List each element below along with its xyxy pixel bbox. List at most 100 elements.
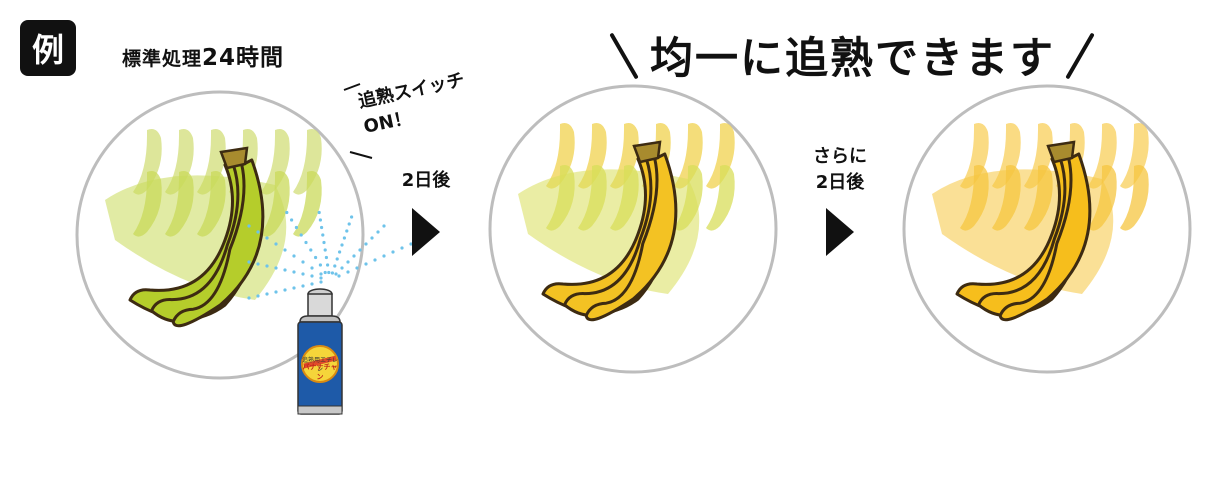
spray-dot xyxy=(337,274,341,278)
spray-dot xyxy=(304,240,308,245)
spray-dot xyxy=(247,260,251,264)
spray-dot xyxy=(256,294,260,298)
spray-dot xyxy=(345,229,349,233)
foreground-banana xyxy=(998,152,1092,322)
spray-dot xyxy=(330,271,334,275)
spray-dot xyxy=(247,224,251,228)
process-subtitle: 標準処理24時間 xyxy=(122,38,284,72)
spray-dot xyxy=(327,270,331,275)
spray-dot xyxy=(319,276,323,280)
spray-dot xyxy=(323,248,327,252)
spray-dot xyxy=(400,246,404,250)
spray-dot xyxy=(322,240,326,245)
background-banana xyxy=(293,171,322,237)
subtitle-highlight: 24時間 xyxy=(202,45,285,71)
spray-mist xyxy=(247,210,413,300)
step-2-label-line2: 2日後 xyxy=(815,172,865,193)
spray-can xyxy=(297,288,343,415)
spray-dot xyxy=(265,264,269,268)
spray-dot xyxy=(350,215,354,219)
background-banana xyxy=(706,165,735,231)
spray-dot xyxy=(346,260,350,264)
spray-dot xyxy=(333,264,337,268)
step-2-label-line1: さらに xyxy=(813,146,867,167)
spray-dot xyxy=(310,266,314,270)
spray-dot xyxy=(318,263,322,267)
spray-dot xyxy=(274,290,278,294)
spray-dot xyxy=(335,257,339,261)
can-brand: バナナチャン xyxy=(302,363,338,381)
spray-dot xyxy=(292,270,296,274)
spray-dot xyxy=(319,280,323,284)
spray-dot xyxy=(391,250,395,254)
step-1-label: 2日後 xyxy=(401,170,451,191)
example-badge: 例 xyxy=(20,20,76,76)
spray-dot xyxy=(285,210,289,215)
headline-text: 均一に追熟できます xyxy=(650,34,1055,84)
headline: 均一に追熟できます xyxy=(609,16,1112,84)
spray-dot xyxy=(292,254,296,258)
stage-circle-green xyxy=(75,90,365,380)
spray-dot xyxy=(292,286,296,290)
spray-dot xyxy=(265,292,269,296)
spray-dot xyxy=(274,242,278,246)
spray-dot xyxy=(340,266,344,270)
spray-dot xyxy=(309,248,313,252)
spray-dot xyxy=(409,242,413,246)
spray-dot xyxy=(265,236,269,240)
spray-dot xyxy=(338,250,342,254)
spray-dot xyxy=(319,272,323,276)
subtitle-prefix: 標準処理 xyxy=(122,48,203,70)
spray-dot xyxy=(318,218,322,222)
headline-left-slash xyxy=(609,32,639,80)
spray-dot xyxy=(334,272,338,276)
spray-dot xyxy=(376,230,380,234)
spray-dot xyxy=(290,218,294,222)
spray-dot xyxy=(310,274,314,278)
spray-dot xyxy=(317,210,321,215)
banana-stem xyxy=(632,140,662,164)
background-banana xyxy=(1120,165,1149,231)
banana-stem xyxy=(219,146,249,170)
step-2-arrow xyxy=(826,208,854,256)
spray-dot xyxy=(346,270,350,274)
spray-dot xyxy=(352,254,356,258)
spray-dot xyxy=(324,255,328,260)
spray-dot xyxy=(373,258,377,262)
callout-ticks xyxy=(343,83,373,159)
foreground-banana xyxy=(171,158,265,328)
spray-dot xyxy=(323,270,327,275)
spray-dot xyxy=(326,263,330,267)
step-2-label: さらに 2日後 xyxy=(800,144,880,196)
stage-circle-mixed xyxy=(488,84,778,374)
spray-dot xyxy=(299,233,303,237)
spray-dot xyxy=(283,268,287,272)
spray-dot xyxy=(301,260,305,264)
spray-dot xyxy=(301,284,305,288)
step-1-arrow xyxy=(412,208,440,256)
spray-dot xyxy=(340,243,344,247)
spray-dot xyxy=(301,272,305,276)
spray-dot xyxy=(382,254,386,258)
can-small-text: 追熟用エチレン xyxy=(302,357,339,373)
spray-dot xyxy=(342,236,346,240)
banana-stem xyxy=(1046,140,1076,164)
spray-dot xyxy=(314,255,318,260)
spray-dot xyxy=(320,225,324,230)
headline-right-slash xyxy=(1065,32,1095,80)
spray-dot xyxy=(256,262,260,266)
spray-dot xyxy=(347,222,351,226)
spray-dot xyxy=(364,242,368,246)
spray-dot xyxy=(247,296,251,300)
spray-dot xyxy=(382,224,386,228)
spray-dot xyxy=(256,230,260,234)
spray-dot xyxy=(358,248,362,252)
foreground-banana xyxy=(584,152,678,322)
spray-dot xyxy=(283,288,287,292)
spray-dot xyxy=(310,282,314,286)
spray-dot xyxy=(355,266,359,270)
stage-circle-yellow xyxy=(902,84,1192,374)
spray-dot xyxy=(294,225,298,230)
spray-dot xyxy=(370,236,374,240)
badge-label: 例 xyxy=(31,31,64,69)
